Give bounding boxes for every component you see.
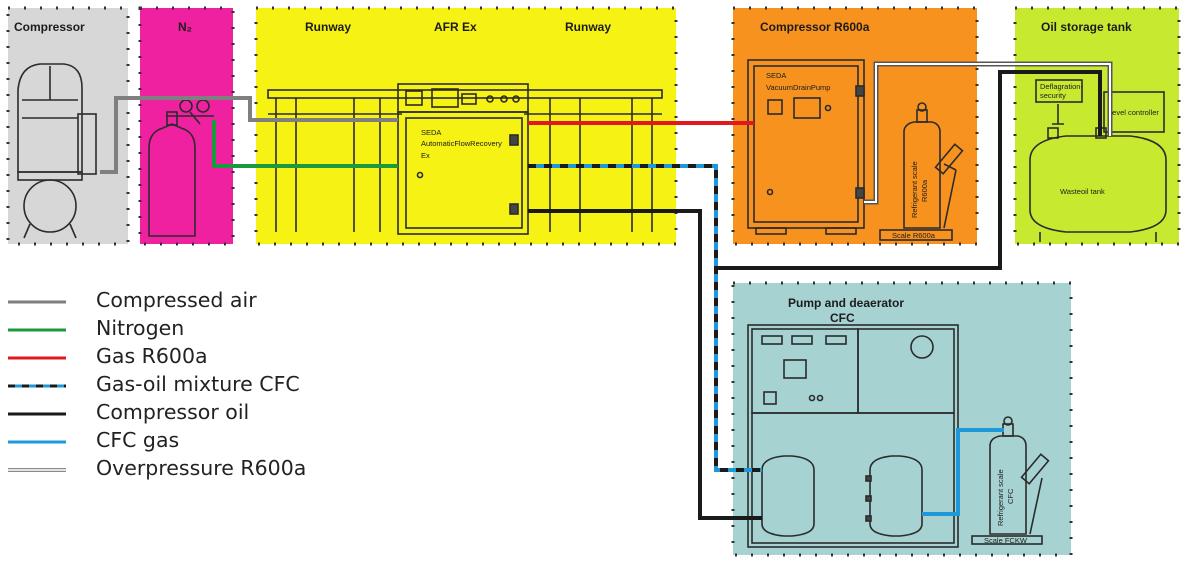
legend: Compressed air Nitrogen Gas R600a Gas-oi… — [8, 287, 388, 483]
legend-swatch-cfc-gas — [8, 440, 66, 444]
legend-label: Compressor oil — [96, 400, 250, 424]
zone-title-afr: AFR Ex — [434, 20, 477, 34]
zone-title-compressor: Compressor — [14, 20, 85, 34]
afr-machine-icon — [397, 83, 529, 235]
zone-afr — [256, 8, 676, 244]
zone-title-pump: Pump and deaerator — [788, 296, 904, 310]
zone-oil-storage — [1015, 8, 1179, 244]
zone-title-runway-right: Runway — [565, 20, 611, 34]
zone-n2 — [140, 8, 233, 244]
afr-model-label: AutomaticFlowRecovery — [421, 139, 502, 148]
legend-item-gas-r600a: Gas R600a — [8, 343, 388, 371]
zone-title-runway-left: Runway — [305, 20, 351, 34]
legend-swatch-compressed-air — [8, 300, 66, 304]
vdp-model-label: VacuumDrainPump — [766, 83, 830, 92]
legend-item-nitrogen: Nitrogen — [8, 315, 388, 343]
vdp-brand-label: SEDA — [766, 71, 786, 80]
legend-item-cfc-gas: CFC gas — [8, 427, 388, 455]
legend-label: Overpressure R600a — [96, 456, 307, 480]
r600a-refrigerant-bottle-icon — [879, 102, 964, 241]
legend-swatch-compressor-oil — [8, 412, 66, 416]
legend-item-compressed-air: Compressed air — [8, 287, 388, 315]
legend-swatch-gas-r600a — [8, 356, 66, 360]
zone-title-oil-storage: Oil storage tank — [1041, 20, 1132, 34]
legend-item-compressor-oil: Compressor oil — [8, 399, 388, 427]
zone-title-compressor-r600a: Compressor R600a — [760, 20, 870, 34]
legend-item-gas-oil-mixture: Gas-oil mixture CFC — [8, 371, 388, 399]
air-compressor-icon — [17, 63, 97, 239]
legend-label: Nitrogen — [96, 316, 185, 340]
deflagration-label-1: Deflagration- — [1040, 82, 1083, 91]
legend-label: Compressed air — [96, 288, 257, 312]
r600a-bottle-label-1: Refrigerant scale — [910, 161, 919, 218]
r600a-bottle-label-2: R600a — [920, 179, 929, 202]
pipe-compressed-air — [100, 96, 398, 174]
legend-label: CFC gas — [96, 428, 180, 452]
pipe-cfc-gas — [922, 428, 1004, 516]
zone-title-n2: N₂ — [178, 20, 192, 34]
vacuum-drain-pump-icon — [747, 59, 865, 235]
scale-cfc-label: Scale FCKW — [984, 536, 1028, 545]
legend-swatch-overpressure-r600a — [8, 468, 66, 472]
zone-pump — [733, 283, 1071, 555]
legend-item-overpressure-r600a: Overpressure R600a — [8, 455, 388, 483]
afr-brand-label: SEDA — [421, 128, 441, 137]
deflagration-label-2: security — [1040, 91, 1066, 100]
pipe-gas-oil-mixture-dash — [528, 164, 762, 472]
zone-borders — [6, 6, 1181, 557]
zone-title-pump-sub: CFC — [830, 311, 855, 325]
pipe-compressor-oil-tank — [716, 70, 1102, 270]
cfc-bottle-label-1: Refrigerant scale — [996, 469, 1005, 526]
zone-compressor-r600a — [733, 8, 977, 244]
zone-compressor — [8, 8, 128, 244]
wasteoil-tank-icon — [1029, 79, 1167, 242]
legend-swatch-gas-oil-mixture — [8, 384, 66, 388]
wasteoil-tank-label: Wasteoil tank — [1060, 187, 1105, 196]
legend-label: Gas-oil mixture CFC — [96, 372, 300, 396]
scale-r600a-label: Scale R600a — [892, 231, 936, 240]
legend-swatch-nitrogen — [8, 328, 66, 332]
pipe-nitrogen — [212, 120, 398, 168]
pipe-compressor-oil — [528, 209, 762, 520]
cfc-bottle-label-2: CFC — [1006, 488, 1015, 504]
afr-ex-label: Ex — [421, 151, 430, 160]
level-controller-label: Level controller — [1108, 108, 1159, 117]
legend-label: Gas R600a — [96, 344, 208, 368]
